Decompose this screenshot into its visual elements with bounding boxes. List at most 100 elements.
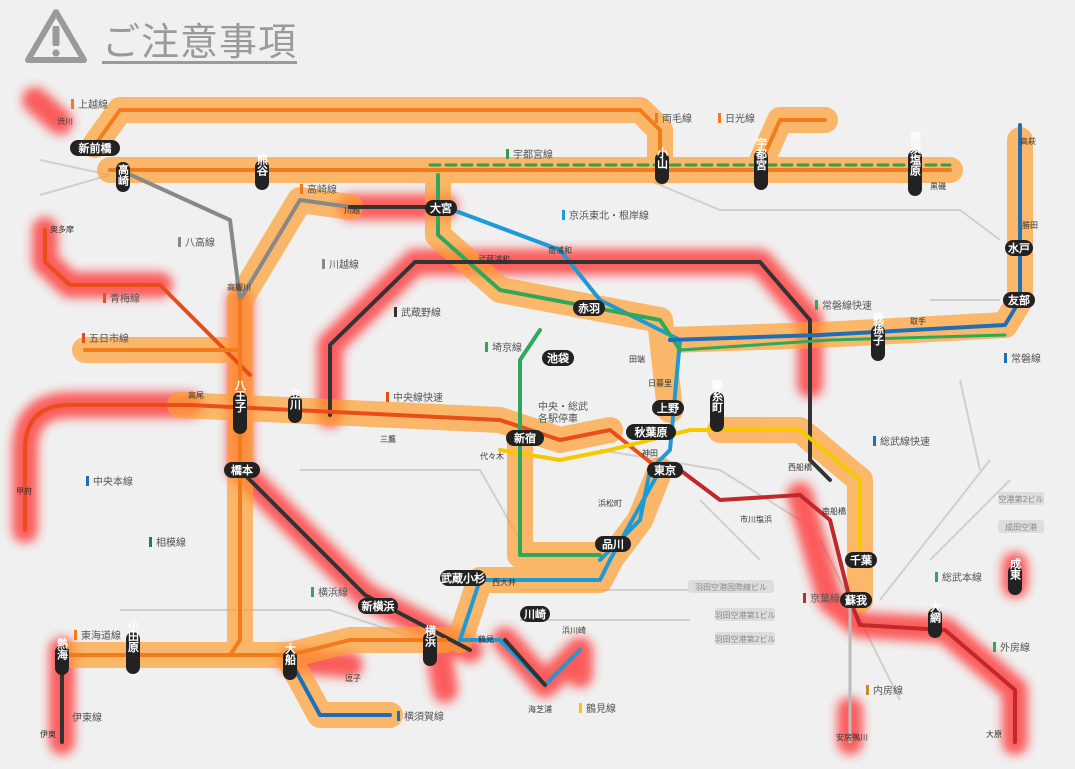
station-label: 武蔵小杉 bbox=[441, 571, 485, 585]
station-label-yoyogi: 代々木 bbox=[480, 451, 504, 461]
page-title[interactable]: ご注意事項 bbox=[102, 19, 298, 64]
station-label-okutama: 奥多摩 bbox=[50, 224, 74, 234]
line-label-takasaki: 高崎線 bbox=[307, 183, 337, 196]
line-label-musashino: 武蔵野線 bbox=[401, 306, 441, 319]
station-label-nishi-funabashi: 市川塩浜 bbox=[740, 514, 772, 524]
station-label: 大宮 bbox=[430, 201, 452, 215]
line-label-chuo-rapid: 中央線快速 bbox=[393, 391, 443, 404]
station-label-nishifunabashi: 西船橋 bbox=[788, 462, 812, 472]
station-label-musashi-urawa: 武蔵浦和 bbox=[478, 254, 510, 264]
station-takasaki[interactable]: 高崎 bbox=[116, 162, 130, 192]
minor-station-labels: 武蔵浦和 南浦和 田端 日暮里 神田 代々木 浜松町 西船橋 南船橋 西大井 鶴… bbox=[16, 116, 1038, 742]
station-label-kofu: 甲府 bbox=[16, 486, 32, 496]
station-shin-yokohama[interactable]: 新横浜 bbox=[358, 598, 398, 614]
station-kumagaya[interactable]: 熊谷 bbox=[255, 153, 269, 190]
line-label-sobu-rapid: 総武線快速 bbox=[880, 435, 930, 448]
station-label-umi-shibaura: 海芝浦 bbox=[528, 704, 552, 714]
station-shinjuku[interactable]: 新宿 bbox=[506, 430, 544, 446]
station-mito[interactable]: 水戸 bbox=[1005, 240, 1033, 256]
station-shinagawa[interactable]: 品川 bbox=[595, 536, 631, 552]
line-label-saikyo: 埼京線 bbox=[492, 341, 522, 354]
station-label-hamakawasaki: 浜川崎 bbox=[562, 625, 586, 635]
line-label-ryomo: 両毛線 bbox=[662, 112, 692, 125]
station-label-minami-urawa: 南浦和 bbox=[548, 245, 572, 255]
station-label-kuroiso: 黒磯 bbox=[930, 181, 946, 191]
station-akihabara[interactable]: 秋葉原 bbox=[626, 424, 676, 440]
line-label-ome: 青梅線 bbox=[110, 292, 140, 305]
line-label-chuo-main: 中央本線 bbox=[93, 475, 133, 488]
station-chiba[interactable]: 千葉 bbox=[845, 552, 877, 568]
station-label: 蘇我 bbox=[844, 593, 867, 607]
station-ikebukuro[interactable]: 池袋 bbox=[542, 350, 574, 366]
station-nasushiobara[interactable]: 那須塩原 bbox=[908, 132, 922, 196]
station-label-zushi: 逗子 bbox=[345, 674, 361, 683]
station-label: 東京 bbox=[654, 463, 676, 477]
line-label-sotobo: 外房線 bbox=[1000, 641, 1030, 654]
station-label: 宇都宮 bbox=[755, 136, 769, 171]
line-label-uchibo: 内房線 bbox=[873, 684, 903, 697]
station-omiya[interactable]: 大宮 bbox=[425, 200, 457, 216]
line-label-tokaido: 東海道線 bbox=[81, 629, 121, 642]
station-label: 八王子 bbox=[234, 379, 248, 413]
station-label: 友部 bbox=[1008, 293, 1030, 307]
station-label: 熊谷 bbox=[256, 153, 269, 177]
station-tokyo[interactable]: 東京 bbox=[647, 462, 683, 478]
line-label-joban-rapid: 常磐線快速 bbox=[822, 299, 872, 312]
station-tomobe[interactable]: 友部 bbox=[1003, 292, 1035, 308]
station-label-hamamatsucho: 浜松町 bbox=[598, 498, 622, 508]
line-label-kawagoe: 川越線 bbox=[329, 258, 359, 271]
airport-label-haneda-intl: 羽田空港国際線ビル bbox=[695, 582, 767, 592]
station-ueno[interactable]: 上野 bbox=[652, 400, 684, 416]
station-hashimoto[interactable]: 橋本 bbox=[224, 462, 260, 478]
station-oyama[interactable]: 小山 bbox=[655, 146, 669, 184]
station-soga[interactable]: 蘇我 bbox=[840, 592, 872, 608]
station-label-katsuta: 勝田 bbox=[1022, 220, 1038, 230]
station-label: 秋葉原 bbox=[635, 425, 668, 439]
station-label: 池袋 bbox=[547, 351, 570, 365]
line-label-joetsu: 上越線 bbox=[78, 98, 108, 111]
station-label: 新宿 bbox=[514, 431, 536, 445]
station-label-toride: 取手 bbox=[910, 316, 926, 326]
station-label-ito: 伊東 bbox=[40, 729, 56, 739]
line-label-chuo-sobu-2: 各駅停車 bbox=[538, 412, 578, 425]
station-label: 熱海 bbox=[56, 637, 69, 661]
station-musashikosugi[interactable]: 武蔵小杉 bbox=[440, 570, 486, 586]
station-label-takao: 高尾 bbox=[188, 390, 204, 400]
station-akabane[interactable]: 赤羽 bbox=[573, 300, 605, 316]
station-utsunomiya[interactable]: 宇都宮 bbox=[754, 136, 768, 190]
station-label-komagawa: 高麗川 bbox=[227, 282, 251, 292]
airport-labels: 空港第2ビル 成田空港 羽田空港国際線ビル 羽田空港第1ビル 羽田空港第2ビル bbox=[688, 492, 1044, 645]
station-ofuna[interactable]: 大船 bbox=[283, 642, 297, 680]
station-oami[interactable]: 大網 bbox=[928, 600, 942, 638]
station-kinshicho[interactable]: 錦糸町 bbox=[710, 378, 724, 432]
line-label-sagami: 相模線 bbox=[156, 536, 186, 549]
header: ご注意事項 bbox=[24, 8, 297, 68]
station-label: 錦糸町 bbox=[711, 378, 724, 413]
station-label-mitaka: 三鷹 bbox=[380, 434, 396, 444]
station-label-takahagi: 高萩 bbox=[1020, 136, 1036, 146]
station-label: 大船 bbox=[284, 642, 297, 666]
station-tachikawa[interactable]: 立川 bbox=[288, 387, 302, 423]
station-label: 橋本 bbox=[231, 463, 253, 477]
station-label: 横浜 bbox=[424, 624, 437, 648]
station-label: 高崎 bbox=[117, 163, 130, 187]
major-stations: 新前橋 高崎 熊谷 大宮 小山 宇都宮 那須塩原 水戸 友部 赤羽 池袋 我孫子… bbox=[55, 132, 1035, 680]
airport-label-haneda-t2: 羽田空港第2ビル bbox=[714, 634, 775, 644]
station-label-shibukawa: 渋川 bbox=[57, 116, 73, 126]
airport-label-narita: 成田空港 bbox=[1005, 522, 1037, 532]
line-label-itsukaichi: 五日市線 bbox=[89, 332, 129, 345]
airport-label-t2: 空港第2ビル bbox=[998, 494, 1043, 504]
station-kawasaki[interactable]: 川崎 bbox=[520, 606, 550, 622]
station-label-tabata: 田端 bbox=[629, 354, 645, 364]
station-label: 成東 bbox=[1009, 557, 1022, 581]
line-labels: 上越線 両毛線 日光線 宇都宮線 高崎線 京浜東北・根岸線 八高線 川越線 青梅… bbox=[71, 98, 1041, 724]
station-atami[interactable]: 熱海 bbox=[55, 637, 69, 675]
station-label: 我孫子 bbox=[872, 311, 885, 346]
station-narutou[interactable]: 成東 bbox=[1008, 557, 1022, 595]
station-yokohama[interactable]: 横浜 bbox=[423, 624, 437, 666]
station-abiko[interactable]: 我孫子 bbox=[871, 311, 885, 361]
station-hachioji[interactable]: 八王子 bbox=[233, 379, 247, 434]
station-odawara[interactable]: 小田原 bbox=[126, 618, 140, 674]
station-shin-maebashi[interactable]: 新前橋 bbox=[70, 140, 120, 156]
